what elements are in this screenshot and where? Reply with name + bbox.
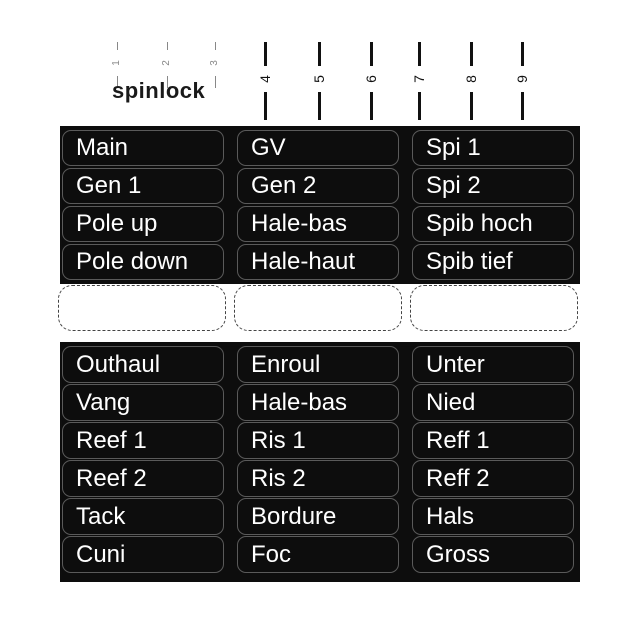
label-cell[interactable]: Gross (412, 536, 574, 573)
tick-9: 9 (507, 42, 537, 124)
tick-label: 6 (363, 75, 379, 83)
label-cell[interactable]: Hale-bas (237, 384, 399, 421)
label-cell[interactable]: Pole up (62, 206, 224, 242)
label-cell[interactable]: Spib tief (412, 244, 574, 280)
label-cell[interactable]: Ris 1 (237, 422, 399, 459)
blank-label-slot[interactable] (410, 285, 578, 331)
tick-label: 3 (209, 60, 220, 66)
tick-label: 1 (111, 60, 122, 66)
label-cell[interactable]: Vang (62, 384, 224, 421)
label-cell[interactable]: Reff 2 (412, 460, 574, 497)
label-cell[interactable]: Main (62, 130, 224, 166)
label-cell[interactable]: Ris 2 (237, 460, 399, 497)
tick-8: 8 (456, 42, 486, 124)
tick-1: 1 (102, 42, 132, 124)
tick-label: 8 (463, 75, 479, 83)
tick-7: 7 (404, 42, 434, 124)
label-cell[interactable]: Pole down (62, 244, 224, 280)
tick-label: 4 (257, 75, 273, 83)
label-cell[interactable]: Cuni (62, 536, 224, 573)
label-cell[interactable]: Spi 2 (412, 168, 574, 204)
blank-label-slot[interactable] (234, 285, 402, 331)
label-cell[interactable]: Enroul (237, 346, 399, 383)
label-cell[interactable]: Foc (237, 536, 399, 573)
label-cell[interactable]: Hale-bas (237, 206, 399, 242)
bottom-label-panel: Outhaul Enroul Unter Vang Hale-bas Nied … (60, 342, 580, 582)
tick-label: 5 (311, 75, 327, 83)
tick-2: 2 (152, 42, 182, 124)
label-cell[interactable]: Unter (412, 346, 574, 383)
bottom-label-grid: Outhaul Enroul Unter Vang Hale-bas Nied … (62, 346, 578, 573)
blank-label-slot[interactable] (58, 285, 226, 331)
label-cell[interactable]: Spib hoch (412, 206, 574, 242)
label-cell[interactable]: Reff 1 (412, 422, 574, 459)
label-cell[interactable]: Spi 1 (412, 130, 574, 166)
label-cell[interactable]: Gen 1 (62, 168, 224, 204)
tick-ruler: 1 2 3 4 5 6 7 8 9 (0, 0, 640, 130)
top-label-panel: Main GV Spi 1 Gen 1 Gen 2 Spi 2 Pole up … (60, 126, 580, 284)
blank-label-row (58, 285, 582, 333)
label-cell[interactable]: GV (237, 130, 399, 166)
label-cell[interactable]: Hals (412, 498, 574, 535)
label-cell[interactable]: Outhaul (62, 346, 224, 383)
label-cell[interactable]: Reef 2 (62, 460, 224, 497)
label-cell[interactable]: Nied (412, 384, 574, 421)
label-cell[interactable]: Tack (62, 498, 224, 535)
label-cell[interactable]: Hale-haut (237, 244, 399, 280)
tick-label: 2 (161, 60, 172, 66)
label-cell[interactable]: Bordure (237, 498, 399, 535)
top-label-grid: Main GV Spi 1 Gen 1 Gen 2 Spi 2 Pole up … (62, 130, 578, 280)
label-cell[interactable]: Gen 2 (237, 168, 399, 204)
tick-label: 9 (514, 75, 530, 83)
tick-3: 3 (200, 42, 230, 124)
tick-4: 4 (250, 42, 280, 124)
tick-5: 5 (304, 42, 334, 124)
brand-logo: spinlock (112, 78, 206, 103)
label-cell[interactable]: Reef 1 (62, 422, 224, 459)
tick-label: 7 (411, 75, 427, 83)
tick-6: 6 (356, 42, 386, 124)
